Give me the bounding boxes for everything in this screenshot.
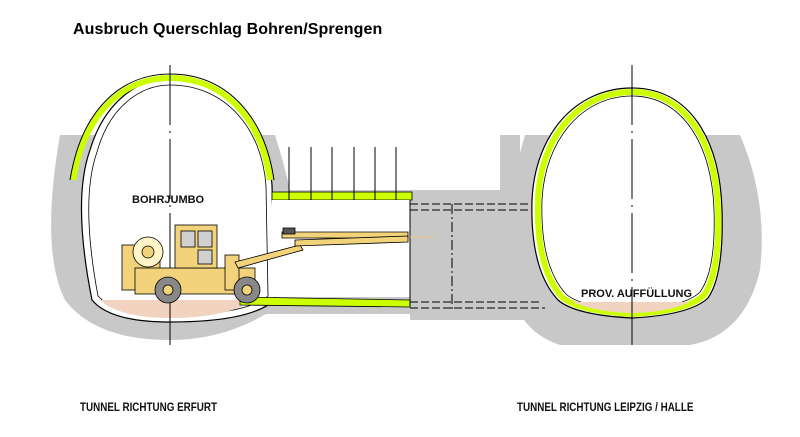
cross-passage — [239, 147, 545, 312]
passage-crown-lining — [271, 191, 413, 201]
upper-passage-notch — [275, 135, 500, 190]
drill-boom-lower — [234, 244, 304, 269]
left-invert-fill — [100, 300, 255, 318]
drill-jumbo-machine — [121, 224, 409, 304]
right-tunnel-inner-line — [541, 95, 715, 311]
cab-window — [180, 230, 196, 248]
left-tunnel-caption: TUNNEL RICHTUNG ERFURT — [80, 400, 218, 414]
fill-label: PROV. AUFFÜLLUNG — [581, 287, 692, 300]
planned-outline-dashed — [410, 203, 545, 312]
right-tunnel-caption: TUNNEL RICHTUNG LEIPZIG / HALLE — [517, 400, 694, 414]
right-invert-fill — [572, 302, 690, 313]
right-tunnel — [531, 65, 723, 345]
cab-window — [197, 230, 213, 248]
drill-feed — [294, 235, 409, 247]
cab-window — [197, 249, 213, 265]
rock-bolts — [288, 147, 397, 200]
machine-label: BOHRJUMBO — [132, 194, 205, 206]
diagram-title: Ausbruch Querschlag Bohren/Sprengen — [73, 21, 383, 38]
